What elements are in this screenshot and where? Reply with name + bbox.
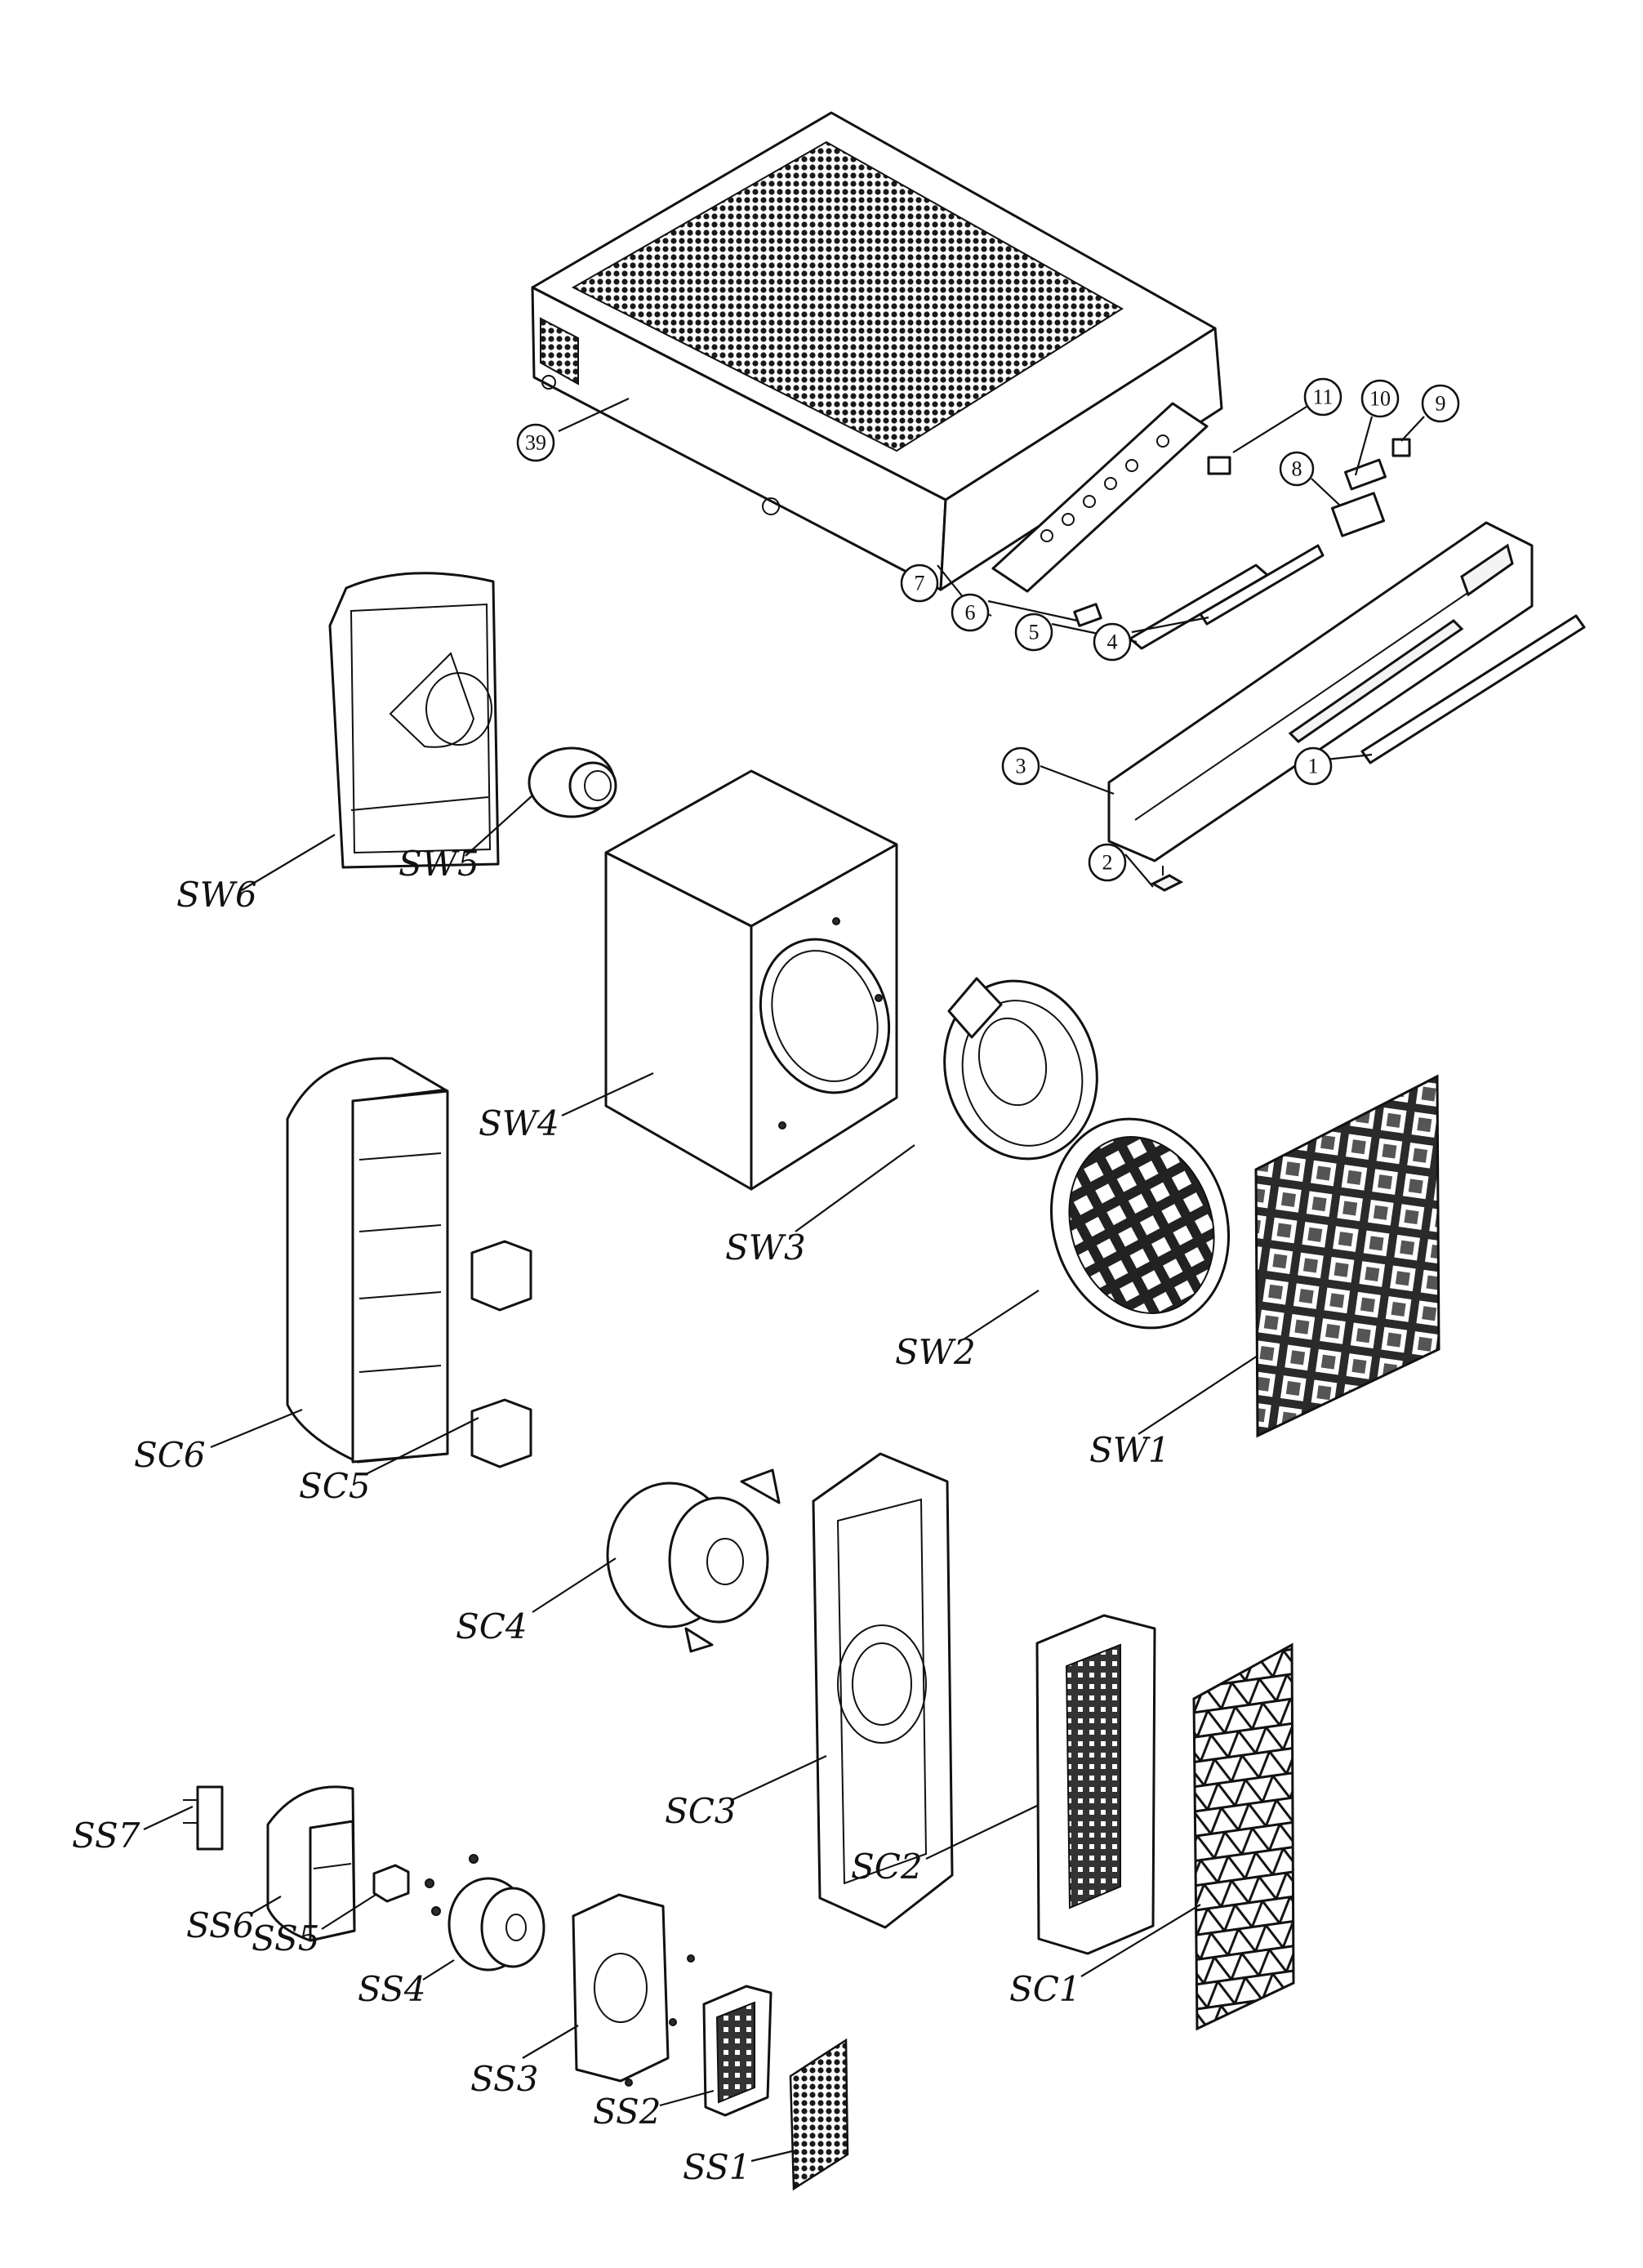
label-ss6: SS6 xyxy=(186,1905,255,1945)
label-ss5: SS5 xyxy=(252,1918,320,1958)
center-baffle xyxy=(812,1452,954,1929)
center-mesh xyxy=(1192,1642,1295,2031)
label-ss4: SS4 xyxy=(358,1969,426,2009)
label-sw2: SW2 xyxy=(895,1332,976,1372)
callout-8: 8 xyxy=(1292,457,1302,481)
satellite-grille xyxy=(702,1985,773,2117)
label-sc5: SC5 xyxy=(299,1466,371,1506)
callout-9: 9 xyxy=(1436,392,1446,416)
subwoofer-woofer xyxy=(943,977,1098,1161)
satellite-baffle xyxy=(572,1893,695,2087)
label-sc4: SC4 xyxy=(456,1606,528,1646)
subwoofer-tweeter xyxy=(528,746,617,818)
label-ss1: SS1 xyxy=(683,2147,751,2187)
center-grille-frame xyxy=(1035,1614,1156,1955)
satellite-mesh xyxy=(789,2038,849,2191)
callout-3: 3 xyxy=(1016,755,1026,778)
label-sw5: SW5 xyxy=(399,844,479,884)
callout-2: 2 xyxy=(1102,851,1113,875)
label-sc6: SC6 xyxy=(134,1435,206,1475)
callout-numbers: 39 11 10 9 8 7 6 5 4 3 2 1 xyxy=(516,377,1460,888)
center-terminal xyxy=(470,1240,532,1468)
callout-7: 7 xyxy=(915,572,925,595)
satellite-driver xyxy=(425,1854,545,1972)
callout-39: 39 xyxy=(525,431,546,455)
label-sw3: SW3 xyxy=(725,1228,806,1268)
satellite-terminal xyxy=(183,1785,224,1851)
subwoofer-grille-frame xyxy=(1049,1117,1231,1330)
subwoofer-back-frame xyxy=(328,572,500,869)
center-driver xyxy=(606,1468,781,1653)
callout-11: 11 xyxy=(1312,385,1333,409)
part-labels: SW6 SW5 SW4 SW3 SW2 SW1 SC6 SC5 SC4 SC3 … xyxy=(72,795,1258,2187)
label-sw4: SW4 xyxy=(479,1103,559,1143)
satellite-cabinet xyxy=(266,1785,356,1942)
label-sc1: SC1 xyxy=(1009,1969,1081,2009)
callout-10: 10 xyxy=(1369,387,1391,411)
callout-6: 6 xyxy=(965,601,976,625)
label-ss3: SS3 xyxy=(470,2059,539,2099)
label-sc2: SC2 xyxy=(851,1847,923,1887)
center-cabinet xyxy=(286,1057,449,1464)
callout-4: 4 xyxy=(1107,630,1118,654)
subwoofer-mesh xyxy=(1254,1074,1440,1438)
label-sw6: SW6 xyxy=(176,875,257,915)
callout-5: 5 xyxy=(1029,621,1040,644)
label-ss7: SS7 xyxy=(72,1816,140,1856)
label-ss2: SS2 xyxy=(593,2092,661,2132)
callout-1: 1 xyxy=(1308,755,1319,778)
label-sw1: SW1 xyxy=(1089,1430,1170,1470)
subwoofer-cabinet xyxy=(604,769,898,1191)
front-panel-assembly xyxy=(965,402,1586,892)
cabinet-cover xyxy=(531,111,1223,591)
label-sc3: SC3 xyxy=(665,1791,737,1831)
satellite-small-terminal xyxy=(372,1864,410,1903)
